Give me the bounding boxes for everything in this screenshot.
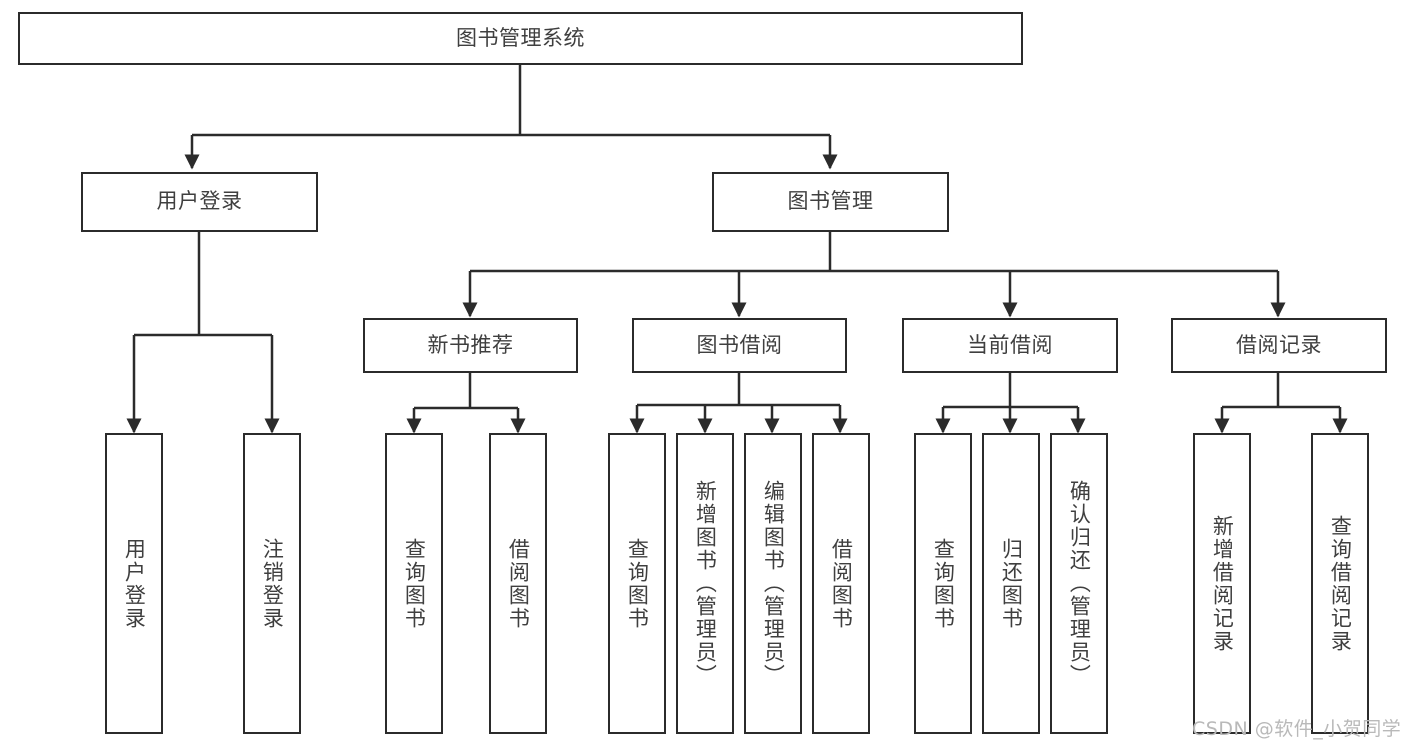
leaf-user-login[interactable]: 用户登录 bbox=[105, 433, 163, 734]
node-label: 新书推荐 bbox=[427, 332, 514, 357]
node-label: 图书管理系统 bbox=[456, 25, 585, 50]
csdn-watermark: CSDN @软件_小贺同学 bbox=[1192, 718, 1402, 740]
node-label: 借阅图书 bbox=[506, 537, 531, 630]
node-label: 查询借阅记录 bbox=[1328, 514, 1353, 653]
leaf-confirm-return-admin[interactable]: 确认归还（管理员） bbox=[1050, 433, 1108, 734]
node-new-book-recommend[interactable]: 新书推荐 bbox=[363, 318, 578, 373]
leaf-query-book-recommend[interactable]: 查询图书 bbox=[385, 433, 443, 734]
node-label: 归还图书 bbox=[999, 537, 1024, 630]
node-book-borrow[interactable]: 图书借阅 bbox=[632, 318, 847, 373]
leaf-query-book-borrow[interactable]: 查询图书 bbox=[608, 433, 666, 734]
node-label: 确认归还（管理员） bbox=[1067, 480, 1092, 687]
leaf-borrow-book[interactable]: 借阅图书 bbox=[812, 433, 870, 734]
leaf-return-book[interactable]: 归还图书 bbox=[982, 433, 1040, 734]
leaf-add-borrow-record[interactable]: 新增借阅记录 bbox=[1193, 433, 1251, 734]
node-label: 图书管理 bbox=[787, 189, 874, 214]
node-label: 编辑图书（管理员） bbox=[761, 480, 786, 687]
leaf-edit-book-admin[interactable]: 编辑图书（管理员） bbox=[744, 433, 802, 734]
node-label: 查询图书 bbox=[931, 537, 956, 630]
node-label: 借阅记录 bbox=[1236, 332, 1322, 357]
node-label: 当前借阅 bbox=[967, 332, 1053, 357]
node-label: 注销登录 bbox=[260, 537, 285, 630]
node-label: 新增借阅记录 bbox=[1210, 514, 1235, 653]
leaf-logout-login[interactable]: 注销登录 bbox=[243, 433, 301, 734]
node-label: 查询图书 bbox=[402, 537, 427, 630]
node-label: 用户登录 bbox=[122, 537, 147, 630]
node-root-book-management-system[interactable]: 图书管理系统 bbox=[18, 12, 1023, 65]
node-borrow-record[interactable]: 借阅记录 bbox=[1171, 318, 1387, 373]
node-label: 借阅图书 bbox=[829, 537, 854, 630]
node-label: 用户登录 bbox=[156, 189, 243, 214]
leaf-query-book-current[interactable]: 查询图书 bbox=[914, 433, 972, 734]
node-label: 图书借阅 bbox=[696, 332, 783, 357]
node-book-management[interactable]: 图书管理 bbox=[712, 172, 949, 232]
leaf-add-book-admin[interactable]: 新增图书（管理员） bbox=[676, 433, 734, 734]
leaf-borrow-book-recommend[interactable]: 借阅图书 bbox=[489, 433, 547, 734]
node-user-login[interactable]: 用户登录 bbox=[81, 172, 318, 232]
node-label: 查询图书 bbox=[625, 537, 650, 630]
node-current-borrow[interactable]: 当前借阅 bbox=[902, 318, 1118, 373]
leaf-query-borrow-record[interactable]: 查询借阅记录 bbox=[1311, 433, 1369, 734]
node-label: 新增图书（管理员） bbox=[693, 480, 718, 687]
